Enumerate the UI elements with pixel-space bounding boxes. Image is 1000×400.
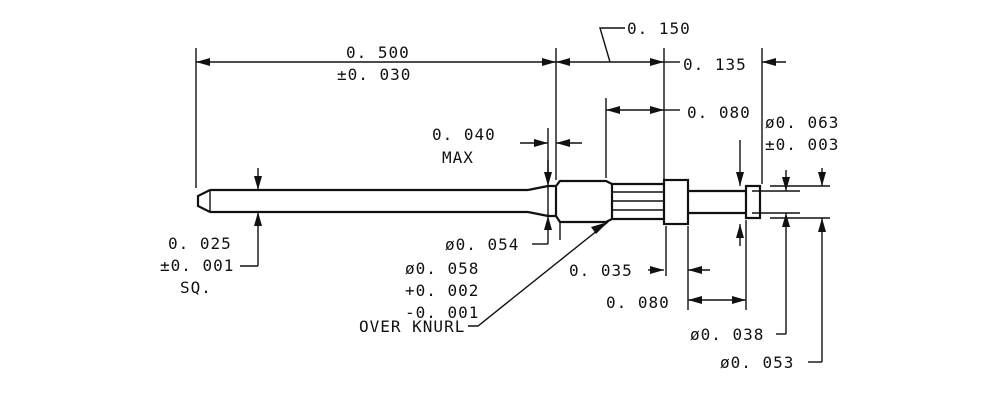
label-overall-tol: ±0. 030: [337, 65, 411, 84]
label-tail-length: 0. 135: [683, 55, 747, 74]
label-overall-length: 0. 500: [346, 43, 410, 62]
label-collar-length: 0. 035: [569, 261, 633, 280]
arrow-knurl: [591, 222, 608, 234]
arrow-flange-right: [650, 106, 664, 114]
label-groove-dia: ø0. 053: [720, 353, 794, 372]
label-pin-tol: ±0. 001: [160, 256, 234, 275]
dimension-lines: [196, 27, 826, 363]
arrow-head-right: [650, 58, 664, 66]
label-pin-shape: SQ.: [180, 278, 212, 297]
knurl-bottom: [555, 215, 613, 224]
label-knurl-dia: ø0. 058: [405, 259, 479, 278]
arrow-max-right: [556, 139, 570, 147]
collar: [662, 178, 690, 226]
shoulder-bottom-transition: [527, 210, 556, 218]
label-tail-dia: ø0. 063: [765, 113, 839, 132]
arrow-neck-dia: [736, 224, 744, 238]
dimension-labels: 0. 500 ±0. 030 0. 150 0. 135 0. 080 0. 0…: [160, 19, 839, 372]
arrow-neck-top: [782, 177, 790, 191]
arrow-overall-left: [196, 58, 210, 66]
leader-head: [599, 27, 625, 63]
tail-end: [744, 184, 762, 220]
arrow-shoulder-bottom: [544, 216, 552, 230]
label-shoulder-dia: ø0. 054: [445, 235, 519, 254]
pin-outline: [196, 178, 762, 226]
arrow-overall-right: [542, 58, 556, 66]
label-knurl-tol-minus: -0. 001: [405, 303, 479, 322]
pin-tip: [196, 189, 211, 213]
label-neck-dia: ø0. 038: [690, 325, 764, 344]
arrow-tailoff-right: [732, 296, 746, 304]
label-shoulder-max-note: MAX: [442, 148, 474, 167]
label-shoulder-max: 0. 040: [432, 125, 496, 144]
label-pin-size: 0. 025: [168, 234, 232, 253]
label-head-length: 0. 150: [627, 19, 691, 38]
arrow-head-left: [556, 58, 570, 66]
extension-lines: [195, 48, 830, 310]
label-tail-offset: 0. 080: [606, 293, 670, 312]
arrow-tail-right: [762, 58, 776, 66]
arrow-pin-bottom: [254, 212, 262, 226]
leader-knurl: [468, 221, 609, 327]
arrow-max-left: [534, 139, 548, 147]
arrow-shoulder-top: [544, 172, 552, 186]
arrow-groove-bottom: [818, 218, 826, 232]
arrow-flange-left: [606, 106, 620, 114]
arrow-tail-dia: [736, 172, 744, 186]
knurl-top: [555, 179, 613, 187]
arrow-neck-bottom: [782, 213, 790, 227]
label-tail-dia-tol: ±0. 003: [765, 135, 839, 154]
arrow-collar-left: [650, 266, 664, 274]
label-knurl-tol-plus: +0. 002: [405, 281, 479, 300]
arrow-pin-top: [254, 176, 262, 190]
label-flange-offset: 0. 080: [687, 103, 751, 122]
shoulder-top-transition: [527, 184, 556, 192]
arrow-tailoff-left: [688, 296, 702, 304]
label-knurl-note: OVER KNURL: [359, 317, 465, 336]
arrow-collar-right: [688, 266, 702, 274]
arrow-groove-top: [818, 172, 826, 186]
